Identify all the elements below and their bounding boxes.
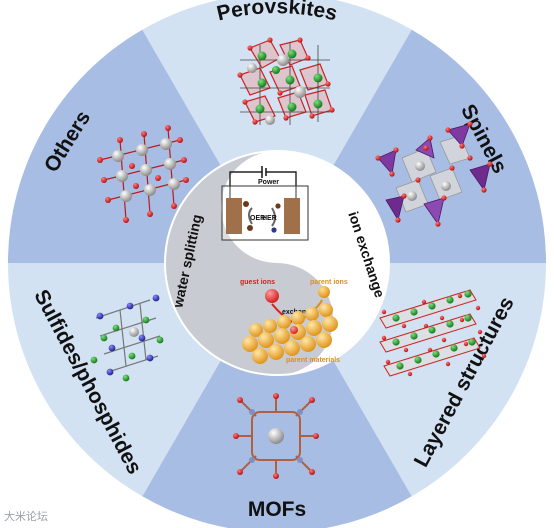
electrolysis-cell-diagram: Power OER HER [221, 166, 309, 241]
her-label: HER [262, 215, 277, 222]
perovskite-structure-image [237, 37, 335, 125]
mof-structure-image [233, 393, 319, 479]
spinel-structure-image [375, 121, 493, 227]
sulfide-structure-image [90, 294, 164, 382]
anode-electrode [226, 198, 242, 234]
sector-perovskites [142, 0, 412, 263]
parent-ion-ball [318, 286, 330, 298]
oer-label: OER [250, 215, 265, 222]
guest-ion-ball [265, 289, 279, 303]
power-label: Power [258, 179, 279, 186]
cathode-electrode [284, 198, 300, 234]
label-mofs: MOFs [248, 498, 306, 521]
layered-structure-image [379, 289, 487, 377]
ion-exchange-diagram: guest ions parent ions exchange parent m… [240, 279, 348, 364]
parent-materials-label: parent materials [286, 357, 340, 364]
watermark-text: 大米论坛 [4, 510, 48, 523]
parent-ions-label: parent ions [310, 279, 348, 286]
guest-ions-label: guest ions [240, 279, 275, 286]
parent-material-lattice [242, 303, 338, 364]
others-structure-image [97, 125, 189, 223]
